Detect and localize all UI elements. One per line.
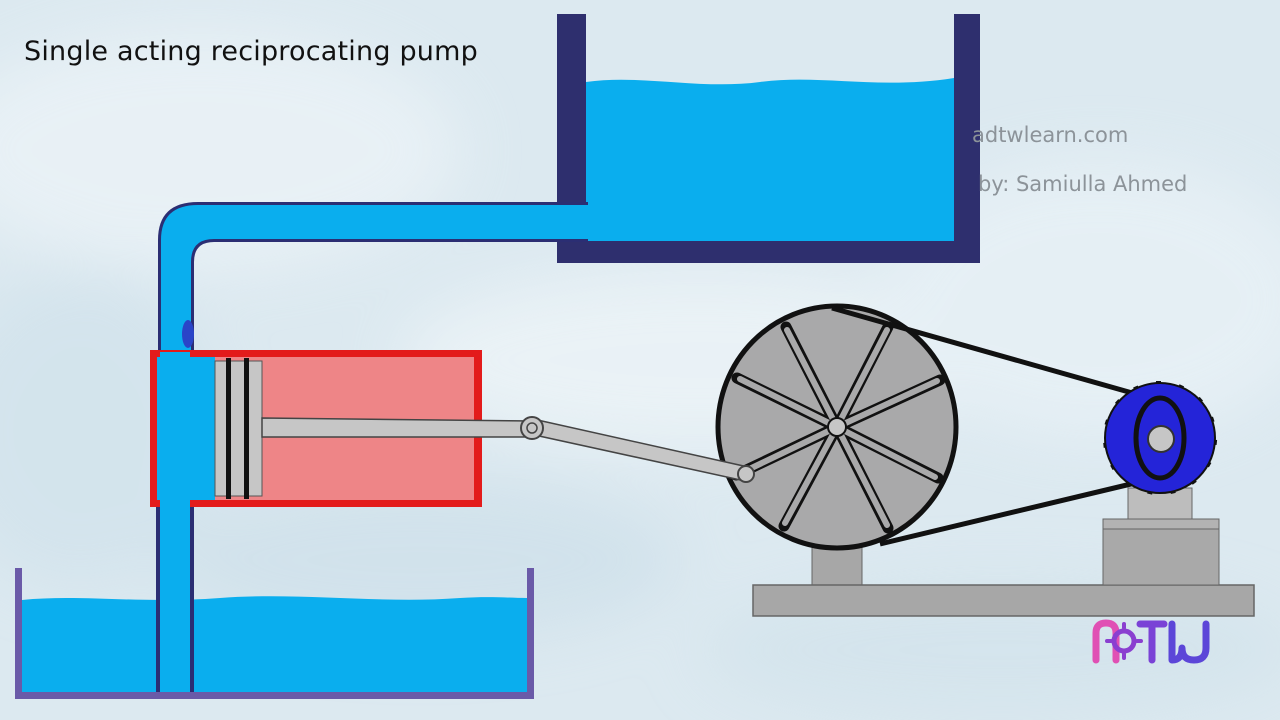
sump-left-wall xyxy=(15,568,22,696)
piston-ring xyxy=(226,358,231,499)
sump-water xyxy=(22,596,527,692)
motor-pulley xyxy=(1103,381,1218,495)
base-frame xyxy=(752,539,1255,617)
pulley-hub xyxy=(1147,425,1175,453)
page-title: Single acting reciprocating pump xyxy=(24,36,478,67)
piston-ring xyxy=(244,358,249,499)
sump-right-wall xyxy=(527,568,534,696)
gear-icon xyxy=(1111,628,1137,654)
flywheel xyxy=(715,303,959,551)
upper-tank xyxy=(557,14,980,263)
delivery-valve xyxy=(182,320,194,348)
upper-tank-left-wall xyxy=(557,14,586,211)
sump-tank xyxy=(15,568,534,699)
piston xyxy=(214,358,263,499)
cylinder-water-chamber xyxy=(157,357,215,500)
sump-bottom xyxy=(15,692,534,699)
upper-tank-right-wall xyxy=(954,14,980,263)
base-plate xyxy=(752,584,1255,617)
connecting-rod xyxy=(520,416,755,483)
motor-mount xyxy=(1102,487,1220,586)
flywheel-hub xyxy=(827,417,847,437)
watermark-author: by: Samiulla Ahmed xyxy=(978,172,1188,196)
piston-rod xyxy=(261,417,534,438)
drive-belt xyxy=(831,305,1157,547)
crank-pin xyxy=(737,465,755,483)
upper-tank-bottom xyxy=(557,241,980,263)
delivery-pipe xyxy=(158,202,588,352)
pulley-belt-wrap xyxy=(1133,395,1187,481)
adtw-logo xyxy=(1092,619,1210,664)
upper-tank-water xyxy=(586,78,954,241)
watermark-site: adtwlearn.com xyxy=(972,123,1129,147)
